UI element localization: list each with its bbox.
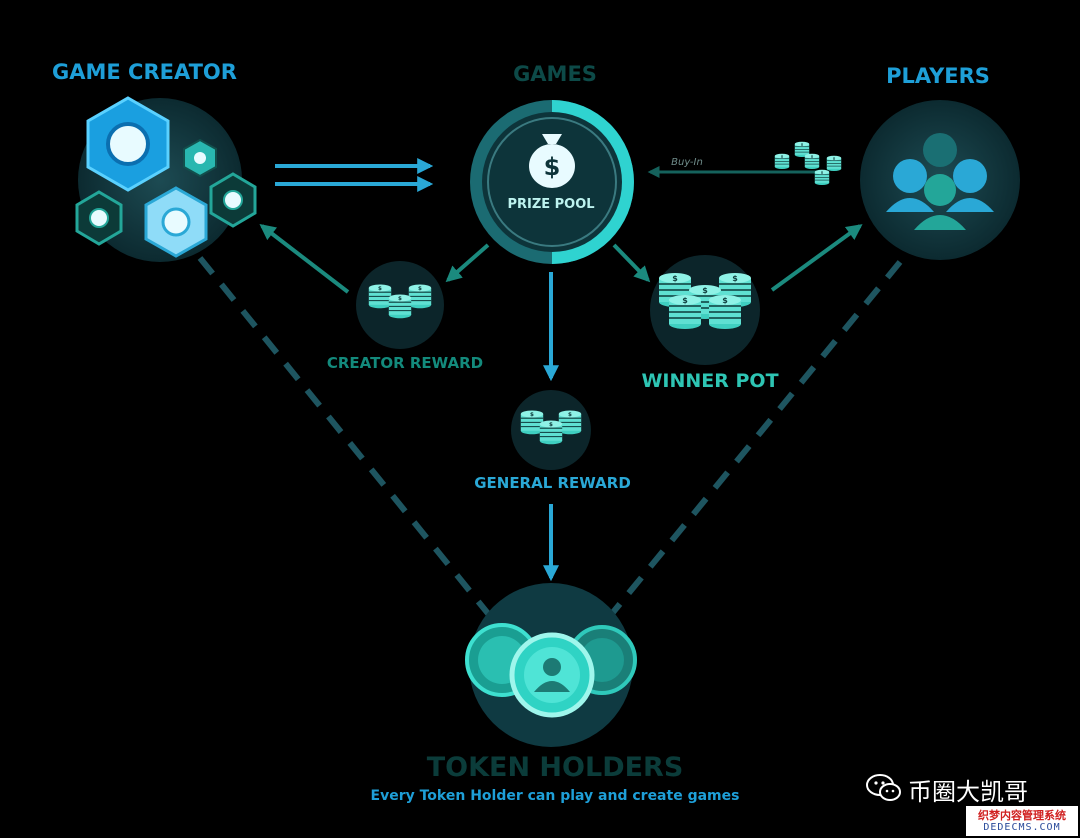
winner-pot-node <box>650 255 760 365</box>
games-node: $ <box>470 100 634 264</box>
buy-in-label: Buy-In <box>652 157 722 168</box>
creator-to-holders-dashed-edge <box>200 258 490 616</box>
watermark-badge-en: DEDECMS.COM <box>966 822 1078 833</box>
watermark-account-name: 币圈大凯哥 <box>908 772 1028 807</box>
token-holders-node <box>467 583 635 747</box>
creator-reward-to-creator-arrow <box>262 226 348 292</box>
watermark-badge-cn: 织梦内容管理系统 <box>966 807 1078 823</box>
winner-pot-label: WINNER POT <box>620 370 800 392</box>
winner-pot-to-players-arrow <box>772 226 860 290</box>
game-creator-title: GAME CREATOR <box>52 60 237 84</box>
games-title: GAMES <box>500 62 610 86</box>
players-title: PLAYERS <box>868 64 1008 88</box>
games-to-creator-reward-arrow <box>448 245 488 280</box>
buy-in-coins-icon <box>775 142 841 185</box>
token-holders-subtitle: Every Token Holder can play and create g… <box>340 788 770 804</box>
wechat-icon <box>866 773 902 803</box>
prize-pool-label: PRIZE POOL <box>496 197 606 212</box>
games-to-winner-pot-arrow <box>614 245 648 280</box>
creator-reward-label: CREATOR REWARD <box>300 354 510 372</box>
token-holders-title: TOKEN HOLDERS <box>400 752 710 783</box>
watermark-badge: 织梦内容管理系统 DEDECMS.COM <box>966 806 1078 836</box>
creator-reward-node <box>356 261 444 349</box>
game-creator-node <box>77 98 255 262</box>
players-node <box>860 100 1020 260</box>
svg-text:$: $ <box>544 153 561 181</box>
general-reward-label: GENERAL REWARD <box>455 474 650 492</box>
general-reward-node <box>511 390 591 470</box>
